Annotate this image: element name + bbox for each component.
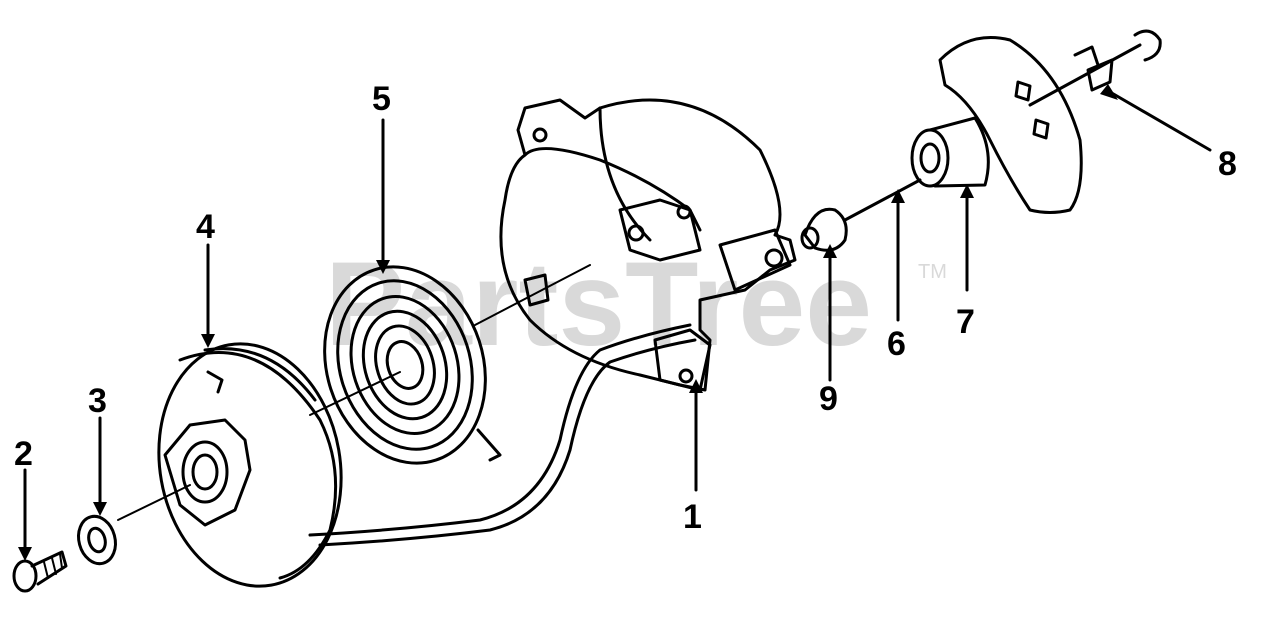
bolt-part-2 <box>12 550 68 593</box>
handle-insert-part-7 <box>910 116 990 188</box>
callout-8: 8 <box>1218 145 1237 183</box>
retainer-pin-part-8 <box>1028 29 1162 107</box>
callout-1: 1 <box>683 498 702 536</box>
rope-pulley-part-4 <box>157 342 343 588</box>
starter-rope-inner <box>318 338 697 547</box>
callout-9: 9 <box>819 380 838 418</box>
axis-line-washer-to-pulley <box>117 484 191 521</box>
rope-part-6 <box>843 178 922 222</box>
axis-line-spring-to-housing <box>474 264 591 326</box>
callout-2: 2 <box>14 435 33 473</box>
callout-3: 3 <box>88 382 107 420</box>
axis-line-pulley-to-spring <box>309 371 401 416</box>
recoil-spring-part-5 <box>323 265 502 465</box>
callout-7: 7 <box>956 303 975 341</box>
starter-rope <box>308 323 692 537</box>
watermark-trademark: TM <box>918 261 947 283</box>
leader-lines <box>18 84 1212 561</box>
callout-4: 4 <box>196 208 215 246</box>
washer-part-3 <box>77 514 117 566</box>
callout-5: 5 <box>372 80 391 118</box>
starter-handle-grip <box>938 36 1083 214</box>
callout-6: 6 <box>887 325 906 363</box>
starter-housing-part-1 <box>499 98 797 392</box>
